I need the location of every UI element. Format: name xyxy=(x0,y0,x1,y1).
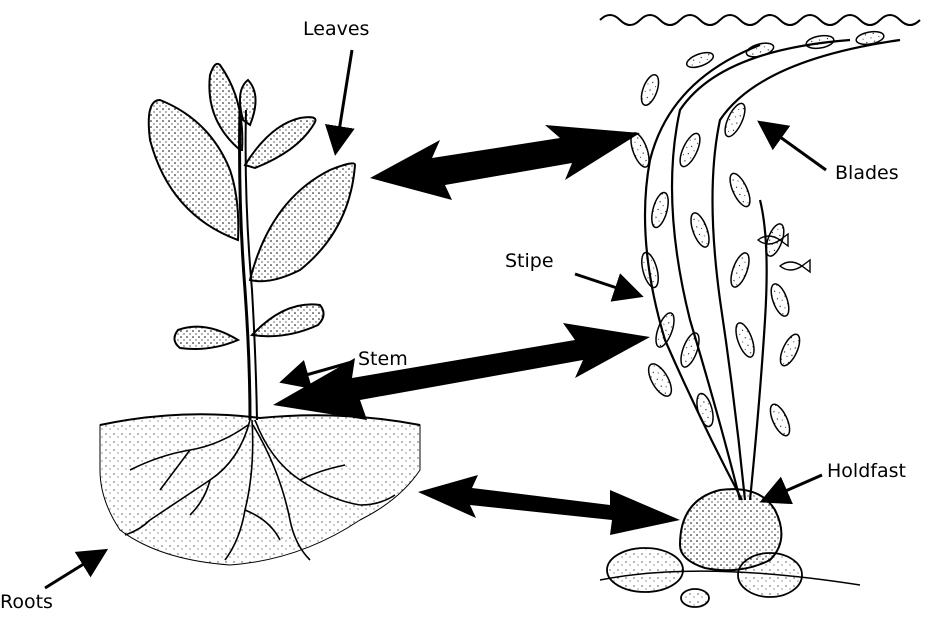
pointer-leaves xyxy=(336,50,352,150)
label-holdfast: Holdfast xyxy=(827,462,906,481)
plant-leaves xyxy=(149,64,355,349)
water-surface xyxy=(600,15,920,25)
label-blades: Blades xyxy=(835,164,899,183)
arrow-stem-stipe xyxy=(273,323,650,420)
label-leaves: Leaves xyxy=(303,20,369,39)
kelp-blades xyxy=(627,30,885,439)
pointer-stipe xyxy=(575,274,638,295)
pointer-blades xyxy=(762,124,826,170)
pointer-roots xyxy=(45,552,103,588)
label-roots: Roots xyxy=(0,593,53,612)
arrow-leaves-blades xyxy=(370,125,640,200)
label-stipe: Stipe xyxy=(505,252,554,271)
pointer-holdfast xyxy=(765,475,822,500)
kelp-stipes xyxy=(645,40,900,500)
label-stem: Stem xyxy=(358,350,408,369)
land-plant xyxy=(100,64,420,565)
arrow-roots-holdfast xyxy=(418,475,680,535)
